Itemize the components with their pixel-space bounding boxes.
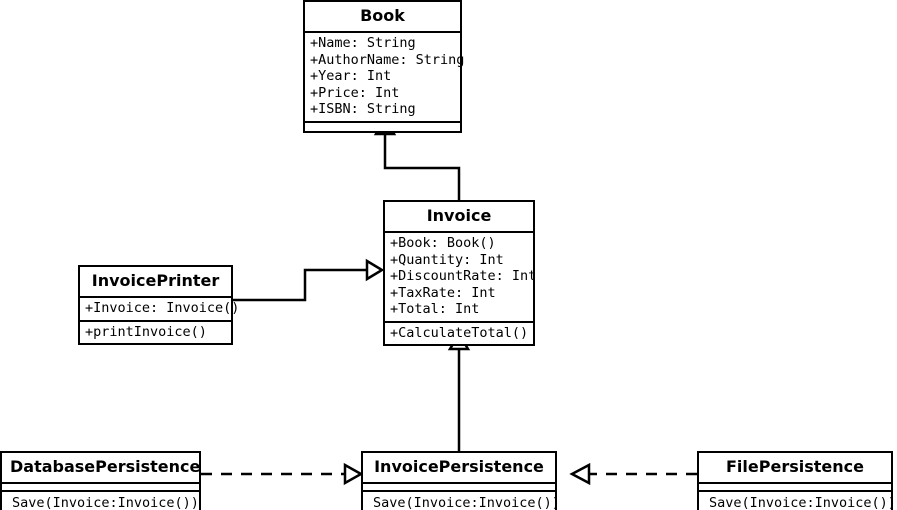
class-attribute: +ISBN: String [310,101,416,117]
class-attribute: +Invoice: Invoice() [85,300,240,316]
class-box-file-persistence[interactable]: FilePersistence Save(Invoice:Invoice()) [697,451,896,510]
class-attributes-invoice: +Book: Book() +Quantity: Int +DiscountRa… [385,233,537,323]
class-methods-book [305,123,460,131]
relationship-invoice-printer-to-invoice [233,258,385,302]
hollow-triangle-arrowhead [569,462,591,486]
class-attributes-invoice-persistence [363,484,555,492]
class-method: Save(Invoice:Invoice()) [373,495,560,510]
class-attributes-file-persistence [699,484,891,492]
class-method: +printInvoice() [85,323,207,340]
class-name-database-persistence: DatabasePersistence [2,453,200,484]
class-box-invoice[interactable]: Invoice +Book: Book() +Quantity: Int +Di… [383,200,537,346]
class-methods-invoice-printer: +printInvoice() [80,322,231,344]
class-name-invoice-persistence: InvoicePersistence [363,453,555,484]
class-methods-invoice-persistence: Save(Invoice:Invoice()) [363,492,560,510]
relationship-file-persistence-to-invoice-persistence [569,462,697,486]
hollow-triangle-arrowhead [365,258,385,282]
hollow-triangle-arrowhead [343,462,364,486]
class-attribute: +Total: Int [390,301,480,317]
class-attribute: +Price: Int [310,84,400,101]
class-methods-database-persistence: Save(Invoice:Invoice()) [2,492,199,510]
class-box-invoice-printer[interactable]: InvoicePrinter +Invoice: Invoice() +prin… [78,265,240,345]
class-attribute: +Year: Int [310,68,392,84]
class-attribute: +Quantity: Int [390,251,504,268]
class-attributes-database-persistence [2,484,199,492]
class-name-invoice-printer: InvoicePrinter [80,267,231,298]
class-name-invoice: Invoice [385,202,533,233]
class-box-book[interactable]: Book +Name: String +AuthorName: String +… [303,0,465,133]
relationship-invoice-persistence-to-invoice [447,331,471,451]
class-attribute: +AuthorName: String [310,51,465,68]
class-attribute: +Book: Book() [390,235,496,251]
class-methods-file-persistence: Save(Invoice:Invoice()) [699,492,896,510]
class-method: Save(Invoice:Invoice()) [709,495,896,510]
relationship-database-persistence-to-invoice-persistence [201,462,364,486]
class-attributes-book: +Name: String +AuthorName: String +Year:… [305,33,465,123]
class-name-file-persistence: FilePersistence [699,453,891,484]
class-method: Save(Invoice:Invoice()) [12,495,199,510]
class-box-invoice-persistence[interactable]: InvoicePersistence Save(Invoice:Invoice(… [361,451,560,510]
class-attribute: +DiscountRate: Int [390,268,537,284]
class-attribute: +Name: String [310,35,416,51]
class-method: +CalculateTotal() [390,324,529,341]
class-attribute: +TaxRate: Int [390,284,496,301]
class-box-database-persistence[interactable]: DatabasePersistence Save(Invoice:Invoice… [0,451,201,510]
class-methods-invoice: +CalculateTotal() [385,323,533,345]
class-name-book: Book [305,2,460,33]
class-attributes-invoice-printer: +Invoice: Invoice() [80,298,240,322]
